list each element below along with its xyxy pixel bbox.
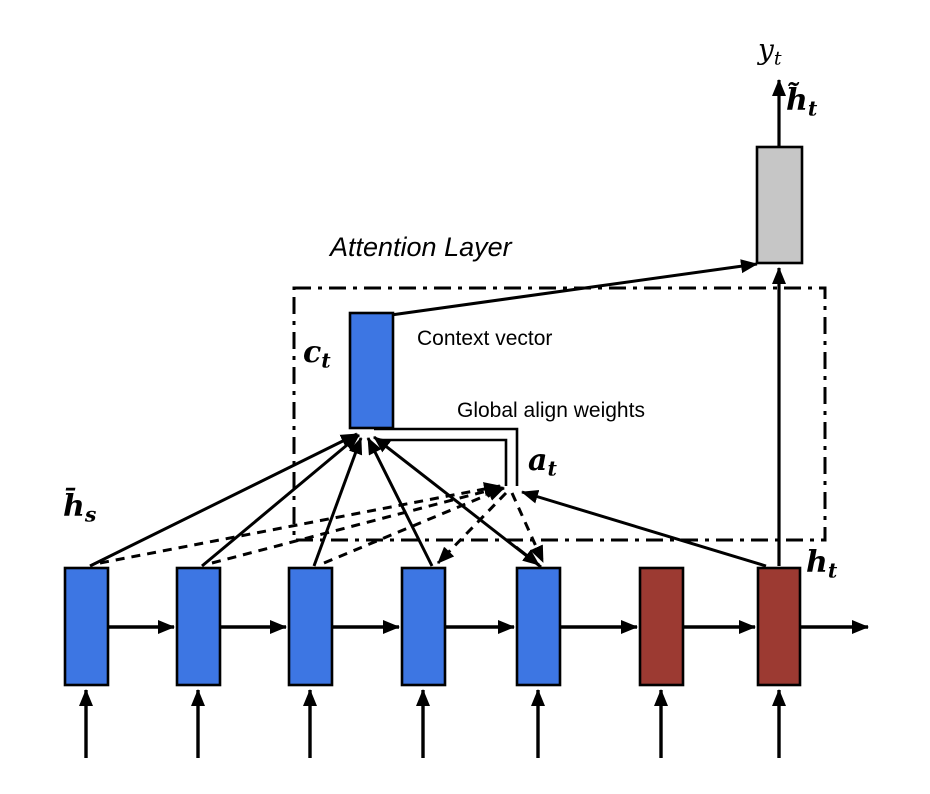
attention-layer-title: Attention Layer [330, 232, 512, 262]
attentional-hidden-label: h̃t [786, 83, 818, 121]
encoder-state-4 [400, 566, 447, 687]
encoder-to-context-arrows [89, 432, 542, 569]
input-arrows [79, 689, 786, 758]
global-align-weights-caption: Global align weights [457, 399, 645, 422]
source-hidden-label: h̄s [63, 489, 97, 527]
target-hidden-label: ht [806, 545, 838, 583]
encoder-state-5 [515, 566, 562, 687]
alignment-dashed-arrows [99, 482, 545, 565]
decoder-state-2 [756, 566, 802, 687]
align-weights-label: at [528, 443, 557, 481]
encoder-state-1 [63, 566, 110, 687]
context-label: ct [303, 335, 331, 373]
context-to-attentional-arrow [390, 259, 758, 317]
align-to-context-pipe [374, 427, 519, 486]
decoder-state-1 [638, 566, 685, 687]
context-vector-node [348, 311, 395, 430]
target-to-align-arrow [521, 489, 767, 568]
attention-layer-box [292, 286, 827, 542]
output-label: yt [758, 33, 782, 70]
encoder-state-3 [287, 566, 334, 687]
attentional-hidden-node [755, 145, 804, 265]
context-vector-caption: Context vector [417, 327, 553, 350]
encoder-state-2 [175, 566, 222, 687]
